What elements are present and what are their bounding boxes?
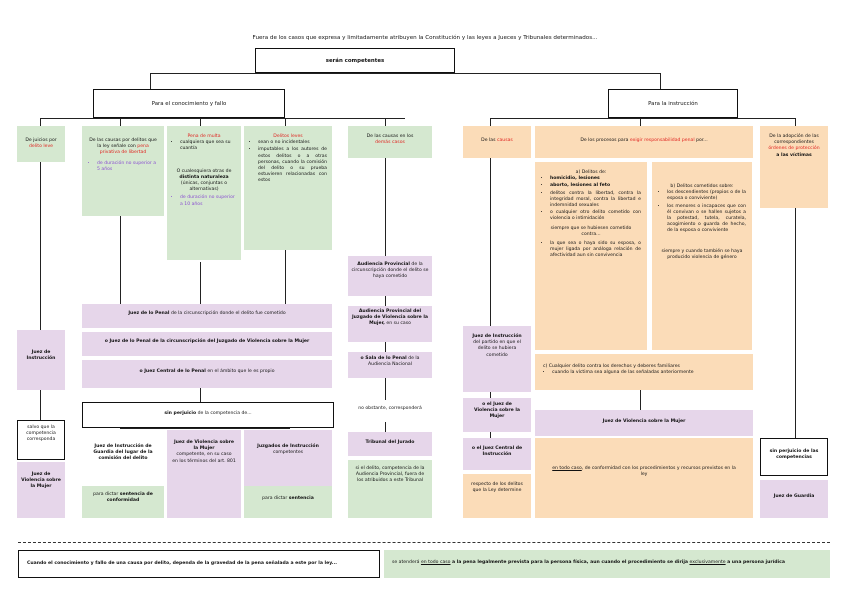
- box-juez-guardia-conformidad: Juez de Instrucción de Guardia del lugar…: [82, 440, 164, 484]
- box-pena-multa: Pena de multa cualquiera que sea su cuan…: [167, 126, 241, 260]
- footer-right-box: se atenderá en todo caso a la pena legal…: [384, 550, 830, 578]
- box-audiencia-provincial-1: Audiencia Provincial de la circunscripci…: [348, 256, 432, 296]
- box-demas-casos: De las causas en los demás casos: [348, 126, 432, 158]
- box-o-jvm: o el Juez de Violencia sobre la Mujer: [463, 398, 531, 432]
- box-sin-perjuicio: sin perjuicio de la competencia de...: [82, 402, 334, 428]
- box-si-delito-jurado: si el delito, competencia de la Audienci…: [348, 460, 432, 518]
- box-de-las-causas: De las causas: [463, 126, 531, 158]
- box-no-obstante: no obstante, corresponderá: [348, 400, 432, 422]
- box-delitos-c: c) Cualquier delito contra los derechos …: [535, 354, 753, 390]
- box-juez-penal-2: o Juez de lo Penal de la circunscripción…: [82, 332, 332, 356]
- box-tribunal-jurado: Tribunal del Jurado: [348, 432, 432, 456]
- box-delitos-a: a) Delitos de: homicidio, lesiones abort…: [535, 162, 647, 350]
- box-en-todo-caso: en todo caso, de conformidad con los pro…: [535, 438, 753, 518]
- box-audiencia-provincial-2: Audiencia Provincial del Juzgado de Viol…: [348, 306, 432, 342]
- box-delitos-leves: Delitos leves sean o no incidentales imp…: [244, 126, 332, 250]
- box-juicios-delito-leve: De juicios por delito leve: [17, 126, 65, 162]
- box-jig-sentencia: para dictar sentencia de conformidad: [82, 486, 164, 518]
- box-causas-pena-privativa: De las causas por delitos que la ley señ…: [82, 126, 164, 216]
- branch-instruccion: Para la instrucción: [608, 89, 738, 118]
- footer-left-box: Cuando el conocimiento y fallo de una ca…: [18, 550, 380, 578]
- box-juzgados-instruccion: Juzgados de Instrucción competentes: [244, 430, 332, 486]
- box-delitos-b: b) Delitos cometidos sobre: los descendi…: [652, 162, 752, 350]
- box-juez-central: o Juez Central de lo Penal en el ámbito …: [82, 360, 332, 388]
- box-jvm-art801: Juez de Violencia sobre la Mujer compete…: [167, 430, 241, 518]
- box-salvo: salvo que la competencia corresponda: [17, 420, 65, 460]
- box-jvm-bar: Juez de Violencia sobre la Mujer: [535, 410, 753, 436]
- box-o-central: o el Juez Central de Instrucción: [463, 438, 531, 470]
- serán-competentes-box: serán competentes: [255, 48, 455, 73]
- box-ordenes-proteccion: De la adopción de las correspondientes ó…: [760, 126, 828, 208]
- box-sala-penal: o Sala de lo Penal de la Audiencia Nacio…: [348, 352, 432, 378]
- box-juez-guardia: Juez de Guardia: [760, 480, 828, 518]
- box-juez-instruccion-partido: Juez de Instrucción del partido en que e…: [463, 326, 531, 392]
- top-caption: Fuera de los casos que expresa y limitad…: [252, 35, 598, 41]
- branch-conocimiento: Para el conocimiento y fallo: [93, 89, 285, 118]
- duracion-no-superior-5: de duración no superior a 5 años: [97, 161, 158, 173]
- box-sin-perjuicio-competencias: sin perjuicio de las competencias: [760, 438, 828, 476]
- box-jinst-sentencia: para dictar sentencia: [244, 486, 332, 518]
- box-respecto: respecto de los delitos que la Ley deter…: [463, 474, 531, 518]
- box-juez-instruccion: Juez de Instrucción: [17, 330, 65, 390]
- box-juez-violencia-col1: Juez de Violencia sobre la Mujer: [17, 462, 65, 518]
- box-juez-penal-1: Juez de lo Penal de la circunscripción d…: [82, 304, 332, 328]
- box-procesos-exigir: De los procesos para exigir responsabili…: [535, 126, 753, 158]
